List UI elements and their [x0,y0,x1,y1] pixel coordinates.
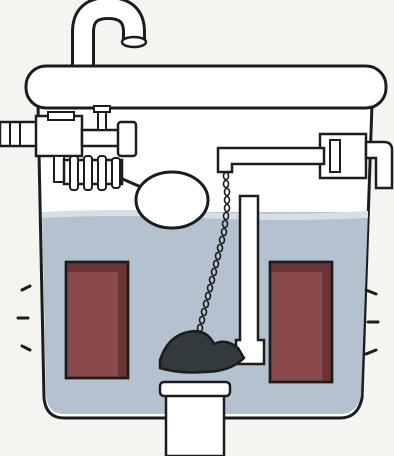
flapper-valve [158,330,246,374]
supply-pipe [0,120,42,148]
flush-pipe [158,380,232,456]
overflow-tube [234,194,266,366]
motion-marks-left [16,284,32,352]
brick-left [64,260,130,380]
spout-pipe [71,0,148,70]
flush-lever [216,132,394,190]
fill-valve [34,105,149,192]
water-surface [42,210,368,220]
float-ball [134,170,210,230]
tank-lid [24,64,388,110]
brick-right [268,260,334,384]
lift-chain [196,171,231,333]
motion-marks-right [364,288,380,356]
